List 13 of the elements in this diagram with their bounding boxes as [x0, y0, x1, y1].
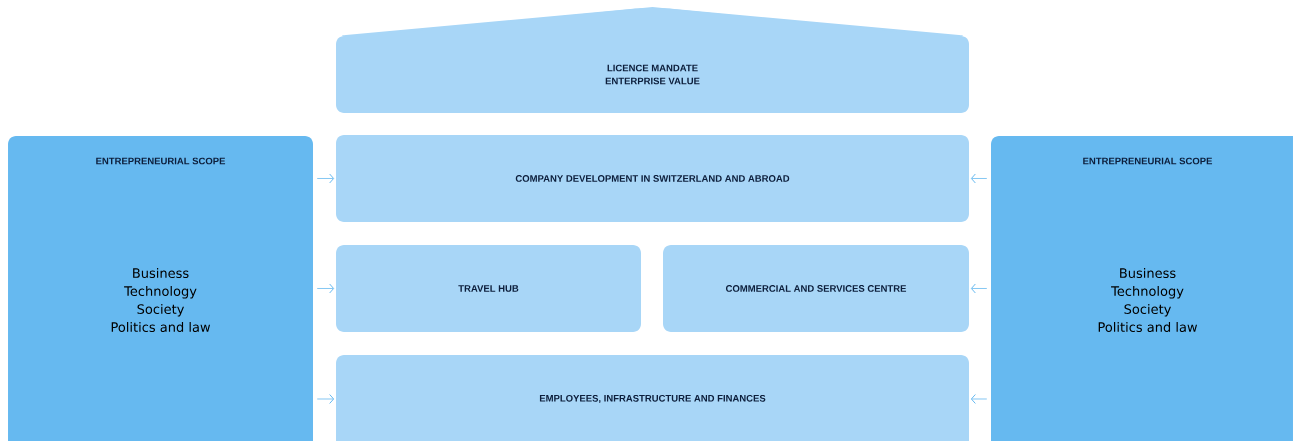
process-box: TRAVEL HUB — [336, 245, 641, 332]
side-panel: ENTREPRENEURIAL SCOPE Business Technology Society Politics and law — [991, 136, 1293, 441]
arrow — [970, 173, 988, 184]
roof-box: LICENCE MANDATE ENTERPRISE VALUE — [336, 7, 969, 113]
arrow — [316, 173, 335, 184]
arrow — [316, 394, 335, 404]
process-box: COMMERCIAL AND SERVICES CENTRE — [663, 245, 969, 332]
process-box: EMPLOYEES, INFRASTRUCTURE AND FINANCES — [336, 355, 969, 441]
process-box: COMPANY DEVELOPMENT IN SWITZERLAND AND ABROAD — [336, 135, 969, 222]
arrow — [970, 283, 988, 294]
side-panel: ENTREPRENEURIAL SCOPE Business Technology Society Politics and law — [8, 136, 313, 441]
arrow — [316, 283, 335, 294]
arrow — [970, 394, 988, 404]
